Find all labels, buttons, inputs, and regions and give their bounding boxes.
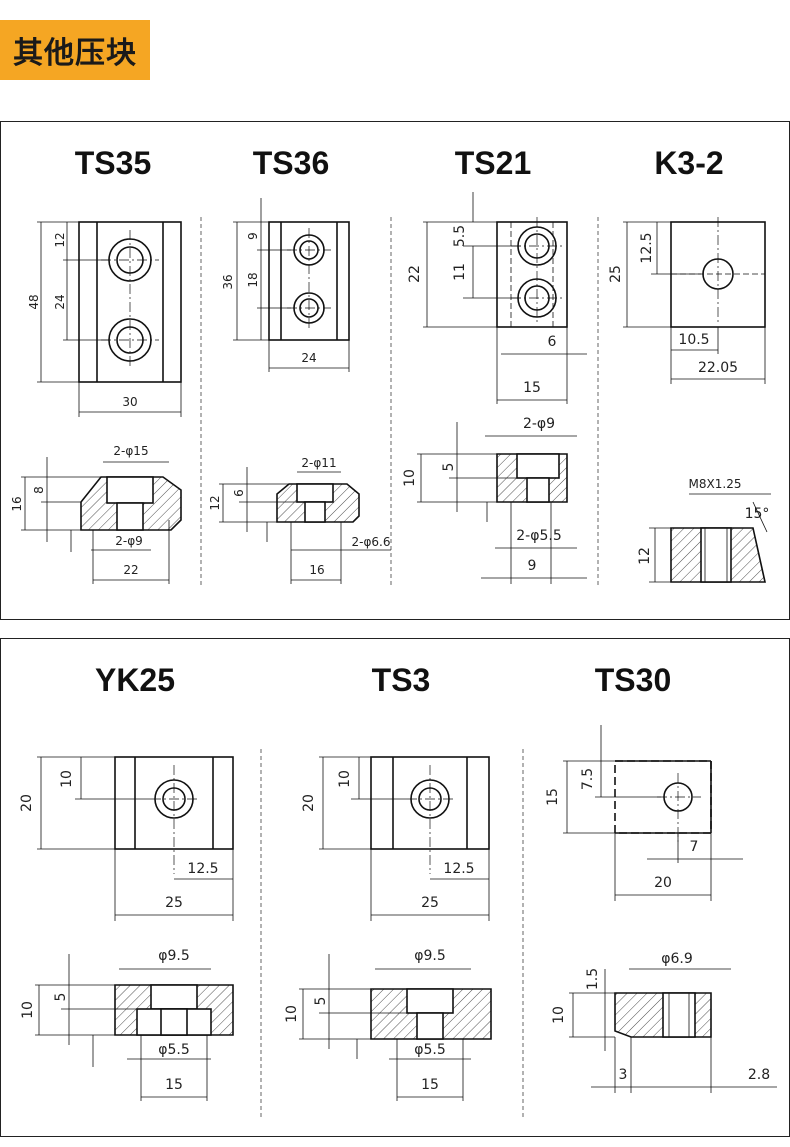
k32-dim-12: 12: [637, 547, 653, 565]
ts36-dim-6: 6: [232, 489, 246, 497]
ts21-dim-9: 9: [528, 558, 537, 574]
k32-dim-125: 12.5: [639, 232, 655, 263]
ts35-title: TS35: [75, 145, 151, 181]
ts36-dim-36: 36: [221, 274, 235, 289]
ts35-dim-48: 48: [27, 294, 41, 309]
ts21-title: TS21: [455, 145, 531, 181]
yk25-dim-10: 10: [59, 770, 75, 788]
bottom-drawings: YK25 10 20 12.5 25 φ9.5 10 5 φ5.5: [19, 662, 777, 1119]
ts36-title: TS36: [253, 145, 329, 181]
yk25-dim-10b: 10: [20, 1001, 36, 1019]
ts35-dim-16: 16: [10, 496, 24, 511]
ts30-dim-28: 2.8: [748, 1067, 770, 1083]
ts3-dim-10: 10: [337, 770, 353, 788]
ts35-drawing: TS35 12 24 48 30 2-φ15 16 8: [10, 145, 182, 584]
ts36-dim-24: 24: [301, 351, 316, 365]
ts35-dim-phi15: 2-φ15: [113, 444, 148, 458]
k32-dim-105: 10.5: [678, 332, 709, 348]
k32-title: K3-2: [654, 145, 723, 181]
ts36-dim-phi11: 2-φ11: [301, 456, 336, 470]
k32-thread: M8X1.25: [689, 477, 742, 491]
ts3-dim-phi55: φ5.5: [414, 1042, 446, 1058]
k32-angle: 15°: [745, 506, 770, 522]
ts30-dim-20: 20: [654, 875, 672, 891]
yk25-title: YK25: [95, 662, 175, 698]
top-drawings: TS35 12 24 48 30 2-φ15 16 8: [10, 145, 771, 587]
ts3-dim-125: 12.5: [443, 861, 474, 877]
ts21-dim-5: 5: [441, 463, 457, 472]
ts30-dim-7: 7: [690, 839, 699, 855]
ts21-dim-55: 5.5: [452, 225, 468, 247]
ts21-dim-22: 22: [407, 265, 423, 283]
ts21-drawing: TS21 5.5 11 22 6 15 2-φ9 10 5: [402, 145, 587, 584]
ts3-dim-15: 15: [421, 1077, 439, 1093]
ts21-dim-10: 10: [402, 469, 418, 487]
ts35-dim-phi9: 2-φ9: [115, 534, 143, 548]
ts3-dim-20: 20: [301, 794, 317, 812]
ts36-dim-12: 12: [208, 495, 222, 510]
ts36-drawing: TS36 9 18 36 24 2-φ11 12 6 2-φ6.6: [208, 145, 391, 584]
ts30-title: TS30: [595, 662, 671, 698]
top-panel: TS35 12 24 48 30 2-φ15 16 8: [0, 121, 790, 620]
ts35-dim-8: 8: [32, 486, 46, 494]
ts3-dim-5: 5: [313, 997, 329, 1006]
ts35-dim-12: 12: [53, 232, 67, 247]
ts35-dim-30: 30: [122, 395, 137, 409]
ts21-dim-phi55: 2-φ5.5: [516, 528, 561, 544]
yk25-dim-5: 5: [53, 993, 69, 1002]
ts21-dim-phi9: 2-φ9: [523, 416, 555, 432]
ts21-dim-15: 15: [523, 380, 541, 396]
k32-drawing: K3-2 12.5 25 10.5 22.05 M8X1.25 15° 12: [608, 145, 771, 583]
ts30-dim-phi69: φ6.9: [661, 951, 693, 967]
yk25-drawing: YK25 10 20 12.5 25 φ9.5 10 5 φ5.5: [19, 662, 234, 1101]
ts36-dim-phi66: 2-φ6.6: [352, 535, 391, 549]
ts21-dim-6: 6: [548, 334, 557, 350]
ts21-dim-11: 11: [452, 263, 468, 281]
yk25-dim-125: 12.5: [187, 861, 218, 877]
ts3-drawing: TS3 10 20 12.5 25 φ9.5 10 5 φ5.5: [284, 662, 492, 1101]
ts30-dim-15b: 1.5: [585, 968, 601, 990]
yk25-dim-phi55: φ5.5: [158, 1042, 190, 1058]
ts36-dim-16: 16: [309, 563, 324, 577]
yk25-dim-15: 15: [165, 1077, 183, 1093]
ts36-dim-18: 18: [246, 272, 260, 287]
ts30-dim-15: 15: [545, 788, 561, 806]
k32-dim-25: 25: [608, 265, 624, 283]
section-title: 其他压块: [0, 20, 150, 80]
ts35-dim-22: 22: [123, 563, 138, 577]
yk25-dim-25: 25: [165, 895, 183, 911]
yk25-dim-phi95: φ9.5: [158, 948, 190, 964]
ts30-dim-3: 3: [619, 1067, 628, 1083]
ts3-title: TS3: [372, 662, 431, 698]
yk25-dim-20: 20: [19, 794, 35, 812]
ts30-dim-10: 10: [551, 1006, 567, 1024]
bottom-panel: YK25 10 20 12.5 25 φ9.5 10 5 φ5.5: [0, 638, 790, 1137]
ts35-dim-24: 24: [53, 294, 67, 309]
ts3-dim-25: 25: [421, 895, 439, 911]
ts3-dim-phi95: φ9.5: [414, 948, 446, 964]
ts36-dim-9: 9: [246, 232, 260, 240]
ts30-drawing: TS30 7.5 15 7 20 φ6.9 1.5 10: [545, 662, 777, 1093]
k32-dim-2205: 22.05: [698, 360, 738, 376]
ts30-dim-75: 7.5: [580, 768, 596, 790]
ts3-dim-10b: 10: [284, 1005, 300, 1023]
